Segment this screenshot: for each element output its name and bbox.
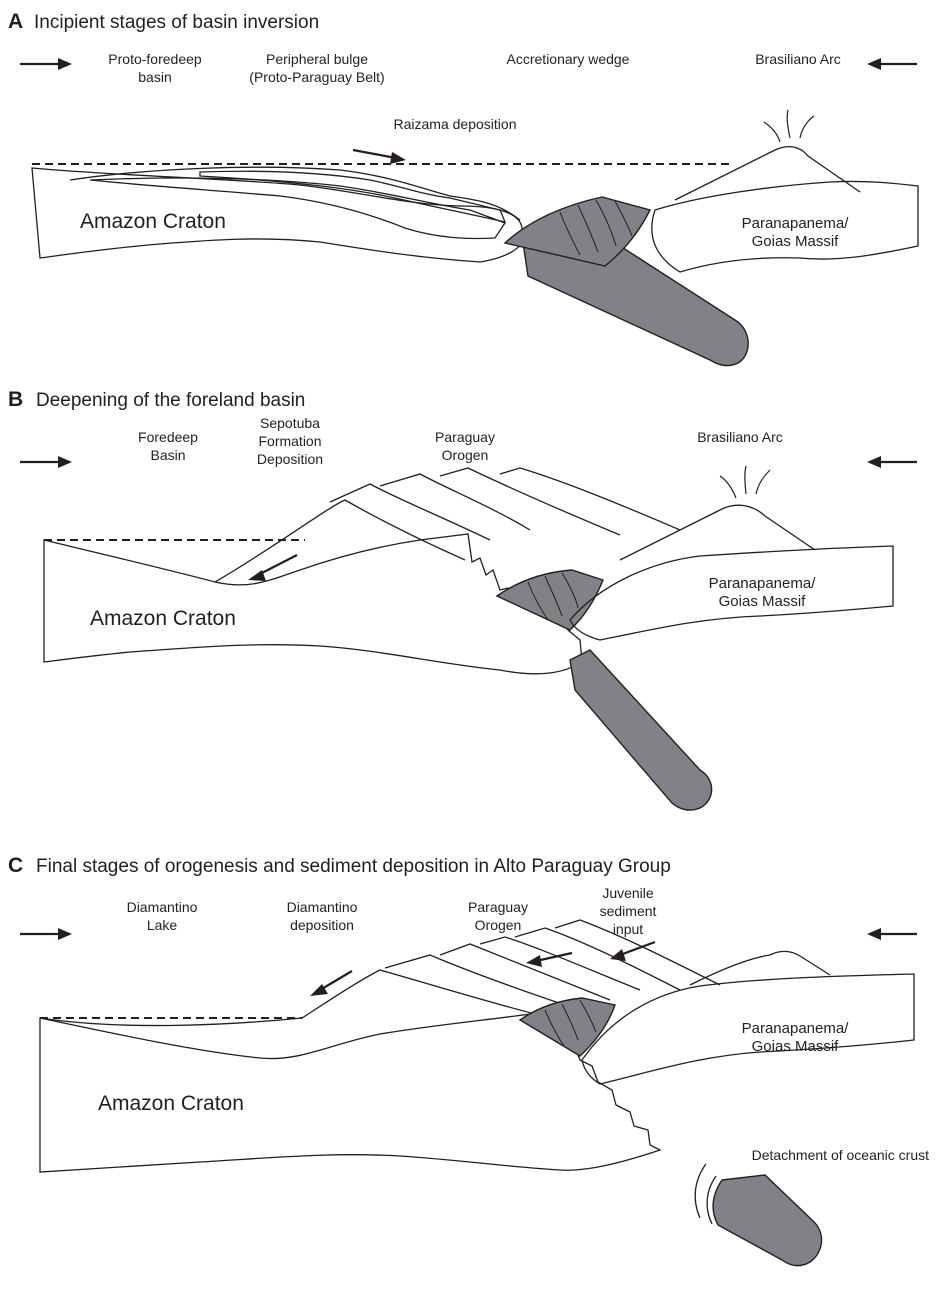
- sepotuba-label-l1: Sepotuba: [260, 415, 320, 431]
- convergence-arrow-left-c: [20, 928, 72, 940]
- subducting-slab-b: [570, 650, 712, 810]
- diamantino-lake-label-l1: Diamantino: [127, 899, 198, 915]
- brasiliano-arc-b: [620, 505, 815, 560]
- juvenile-transport-arrow: [610, 942, 655, 961]
- convergence-arrow-right-c: [867, 928, 917, 940]
- orogen-label-b-l2: Orogen: [442, 447, 489, 463]
- orogen-label-c-l2: Orogen: [475, 917, 522, 933]
- panel-b-letter: B: [8, 388, 23, 411]
- brasiliano-arc-a: [675, 147, 860, 200]
- amazon-craton-label-a: Amazon Craton: [80, 210, 226, 233]
- peripheral-bulge-label-l2: (Proto-Paraguay Belt): [249, 69, 384, 85]
- sepotuba-label-l2: Formation: [258, 433, 321, 449]
- panel-a: A Incipient stages of basin inversion Pr…: [8, 10, 918, 366]
- massif-label-b-l2: Goias Massif: [719, 593, 807, 610]
- convergence-arrow-right-a: [867, 58, 917, 70]
- foredeep-label-l2: Basin: [150, 447, 185, 463]
- juvenile-label-l1: Juvenile: [602, 885, 654, 901]
- massif-label-a-l2: Goias Massif: [752, 233, 840, 250]
- panel-a-letter: A: [8, 10, 23, 33]
- amazon-craton-b: [44, 534, 582, 674]
- convergence-arrow-left-a: [20, 58, 72, 70]
- volcanic-plume-b: [720, 466, 770, 498]
- raizama-label: Raizama deposition: [394, 116, 517, 132]
- orogen-label-b-l1: Paraguay: [435, 429, 495, 445]
- orogen-label-c-l1: Paraguay: [468, 899, 528, 915]
- massif-label-a-l1: Paranapanema/: [742, 215, 850, 232]
- brasiliano-arc-label-b: Brasiliano Arc: [697, 429, 783, 445]
- juvenile-label-l3: input: [613, 921, 643, 937]
- orogen-thrusts-b: [215, 468, 680, 582]
- detachment-gap-mark-b: [695, 1164, 706, 1218]
- peripheral-bulge-label-l1: Peripheral bulge: [266, 51, 368, 67]
- panel-c-letter: C: [8, 854, 23, 877]
- detachment-label: Detachment of oceanic crust: [752, 1147, 930, 1163]
- detached-oceanic-crust: [713, 1175, 821, 1266]
- diamantino-dep-label-l2: deposition: [290, 917, 354, 933]
- amazon-craton-label-c: Amazon Craton: [98, 1092, 244, 1115]
- sediment-carbonate-a: [200, 171, 505, 222]
- volcanic-plume-a: [764, 110, 814, 142]
- massif-label-c-l2: Goias Massif: [752, 1038, 840, 1055]
- panel-c: C Final stages of orogenesis and sedimen…: [8, 854, 929, 1266]
- raizama-transport-arrow: [353, 150, 406, 164]
- accretionary-wedge-c: [520, 998, 615, 1056]
- foredeep-label-l1: Foredeep: [138, 429, 198, 445]
- panel-c-title: Final stages of orogenesis and sediment …: [36, 856, 671, 877]
- diamantino-dep-label-l1: Diamantino: [287, 899, 358, 915]
- brasiliano-arc-label-a: Brasiliano Arc: [755, 51, 841, 67]
- convergence-arrow-right-b: [867, 456, 917, 468]
- accretionary-wedge-b: [497, 570, 603, 630]
- juvenile-label-l2: sediment: [600, 903, 657, 919]
- accretionary-wedge-label: Accretionary wedge: [507, 51, 630, 67]
- diamantino-transport-arrow: [310, 971, 352, 996]
- proto-foredeep-label-l1: Proto-foredeep: [108, 51, 202, 67]
- panel-b: B Deepening of the foreland basin Forede…: [8, 388, 917, 810]
- panel-a-title: Incipient stages of basin inversion: [34, 12, 319, 33]
- diamantino-lake-label-l2: Lake: [147, 917, 178, 933]
- massif-label-b-l1: Paranapanema/: [709, 575, 817, 592]
- amazon-craton-label-b: Amazon Craton: [90, 607, 236, 630]
- convergence-arrow-left-b: [20, 456, 72, 468]
- sepotuba-transport-arrow: [248, 555, 297, 581]
- proto-foredeep-label-l2: basin: [138, 69, 171, 85]
- panel-b-title: Deepening of the foreland basin: [36, 390, 305, 411]
- orogen-thrusts-c: [40, 920, 720, 1026]
- massif-label-c-l1: Paranapanema/: [742, 1020, 850, 1037]
- sepotuba-label-l3: Deposition: [257, 451, 323, 467]
